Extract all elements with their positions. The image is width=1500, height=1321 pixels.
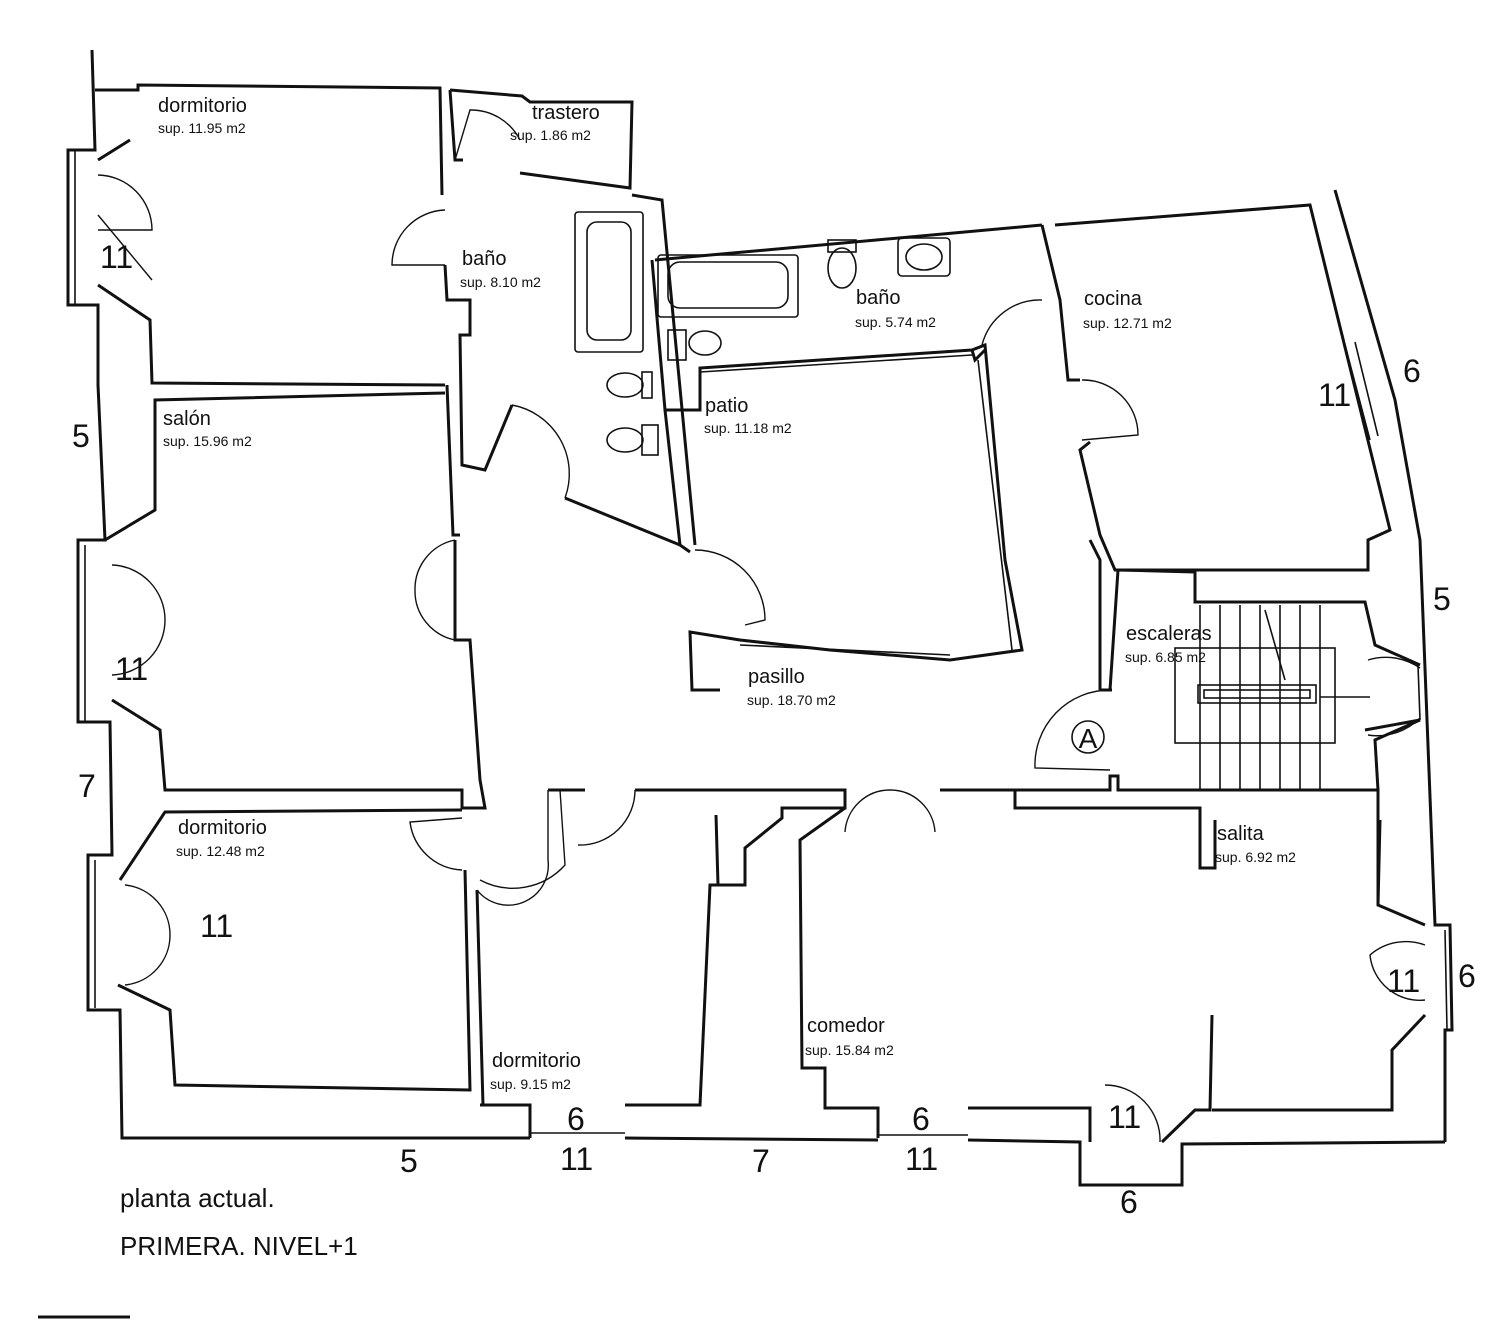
dim-bottom-dorm3-11: 11 — [560, 1141, 593, 1177]
entrance-marker: A — [1071, 720, 1105, 754]
room-escaleras-area: sup. 6.85 m2 — [1125, 649, 1206, 665]
room-bano-2-name: baño — [856, 287, 901, 309]
dim-salita-11: 11 — [1387, 963, 1420, 999]
toilet-icon — [606, 427, 644, 453]
walls — [66, 49, 1454, 1187]
room-pasillo-area: sup. 18.70 m2 — [747, 692, 836, 708]
staircase — [1174, 605, 1370, 790]
doors — [97, 109, 1426, 1143]
dim-bottom-door-6: 6 — [1120, 1184, 1138, 1220]
room-bano-1-area: sup. 8.10 m2 — [460, 274, 541, 290]
room-escaleras-name: escaleras — [1126, 623, 1212, 645]
toilet-icon — [827, 247, 857, 289]
room-dormitorio-3-area: sup. 9.15 m2 — [490, 1076, 571, 1092]
dim-right-5: 5 — [1433, 581, 1451, 617]
dim-bottom-dorm3-6: 6 — [567, 1101, 585, 1137]
room-cocina-name: cocina — [1084, 288, 1143, 310]
toilet-icon — [606, 372, 644, 398]
dim-bottom-door-11: 11 — [1108, 1099, 1141, 1135]
room-cocina-area: sup. 12.71 m2 — [1083, 315, 1172, 331]
dim-left-5: 5 — [72, 418, 90, 454]
dimension-labels: 11 5 11 7 11 11 6 5 11 6 5 6 11 7 6 11 1… — [72, 239, 1476, 1220]
entrance-marker-label: A — [1079, 723, 1098, 754]
caption-line-1: planta actual. — [120, 1183, 275, 1213]
room-comedor-name: comedor — [807, 1015, 885, 1037]
room-dormitorio-2-name: dormitorio — [178, 817, 267, 839]
fixtures — [574, 211, 951, 456]
sink-icon — [897, 237, 951, 277]
room-trastero-area: sup. 1.86 m2 — [510, 127, 591, 143]
room-salon-area: sup. 15.96 m2 — [163, 433, 252, 449]
room-comedor-area: sup. 15.84 m2 — [805, 1042, 894, 1058]
room-dormitorio-1-area: sup. 11.95 m2 — [158, 120, 246, 136]
room-dormitorio-3-name: dormitorio — [492, 1050, 581, 1072]
plan-caption: planta actual. PRIMERA. NIVEL+1 — [120, 1183, 358, 1261]
bathtub-icon — [574, 211, 644, 353]
room-bano-1-name: baño — [462, 248, 507, 270]
room-trastero-name: trastero — [532, 102, 600, 124]
room-bano-2-area: sup. 5.74 m2 — [855, 314, 936, 330]
dim-right-6-bottom: 6 — [1458, 958, 1476, 994]
dim-left-7: 7 — [78, 768, 96, 804]
dim-cocina-11: 11 — [1318, 377, 1351, 413]
windows — [74, 150, 1448, 1136]
room-dormitorio-2-area: sup. 12.48 m2 — [176, 843, 265, 859]
dim-bottom-7: 7 — [752, 1143, 770, 1179]
dim-left-salon-11: 11 — [115, 651, 148, 687]
bathtub-icon — [657, 254, 799, 318]
dim-right-6-top: 6 — [1403, 353, 1421, 389]
room-labels: dormitorio sup. 11.95 m2 trastero sup. 1… — [158, 95, 1296, 1092]
room-pasillo-name: pasillo — [748, 666, 805, 688]
caption-line-2: PRIMERA. NIVEL+1 — [120, 1231, 358, 1261]
dim-bottom-comedor-6: 6 — [912, 1101, 930, 1137]
room-salita-name: salita — [1217, 823, 1265, 845]
dim-dormitorio2-11: 11 — [200, 908, 233, 944]
room-salon-name: salón — [163, 408, 211, 430]
room-patio-name: patio — [705, 395, 748, 417]
dim-bottom-5: 5 — [400, 1143, 418, 1179]
dim-left-dormitorio-11: 11 — [100, 239, 133, 275]
toilet-icon — [688, 330, 722, 356]
dim-bottom-comedor-11: 11 — [905, 1141, 938, 1177]
room-patio-area: sup. 11.18 m2 — [704, 420, 792, 436]
room-dormitorio-1-name: dormitorio — [158, 95, 247, 117]
room-salita-area: sup. 6.92 m2 — [1215, 849, 1296, 865]
